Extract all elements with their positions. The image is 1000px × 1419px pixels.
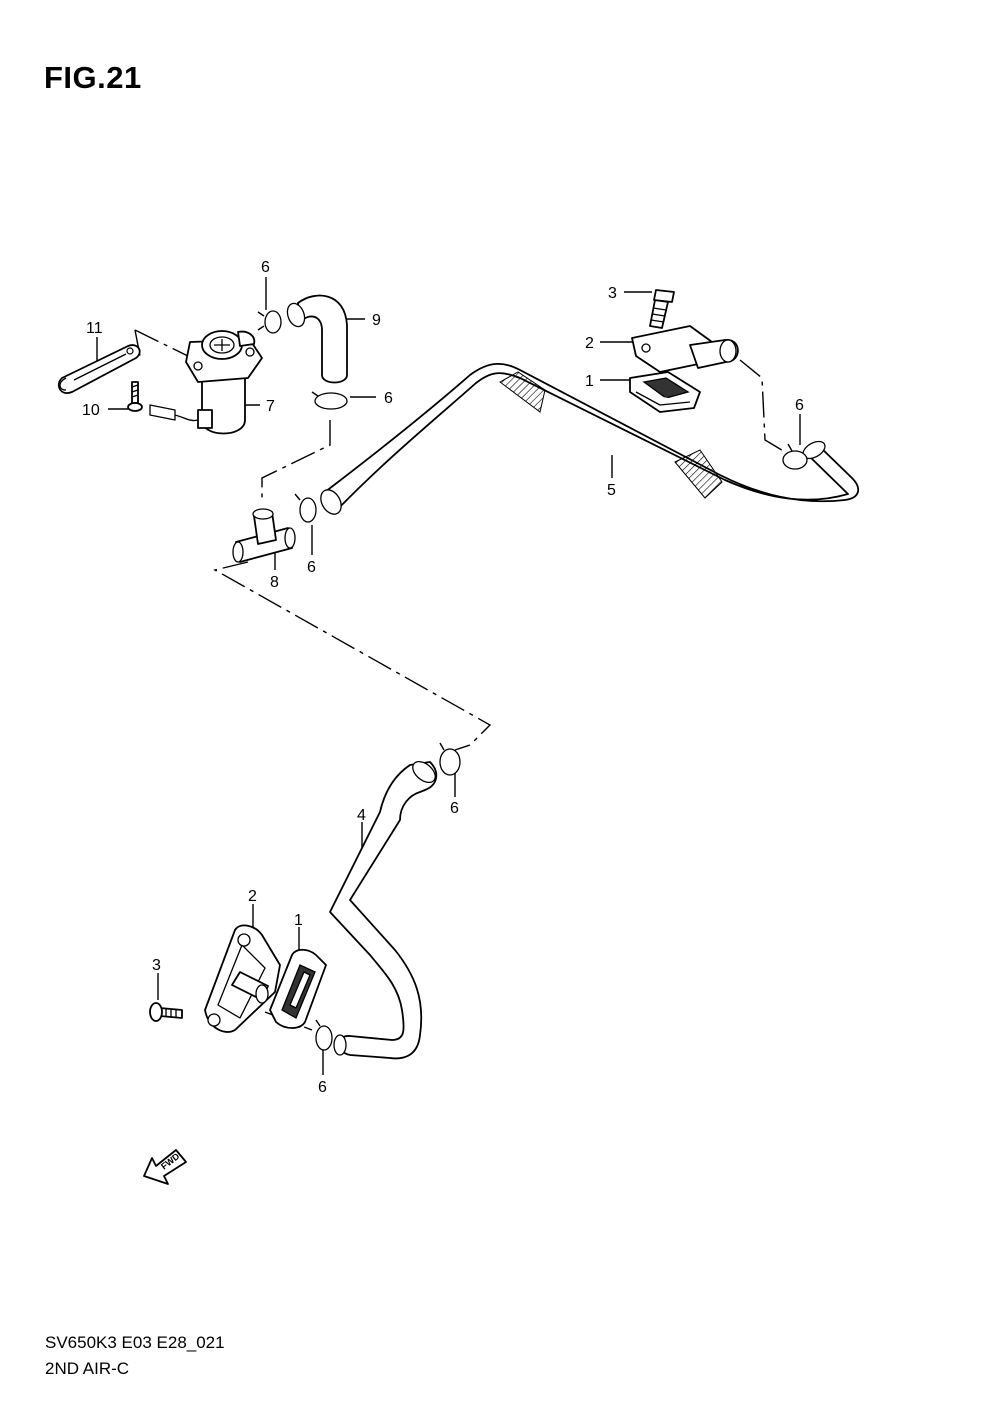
callout-8: 8 <box>270 574 279 591</box>
callout-2: 2 <box>248 888 257 905</box>
callout-4: 4 <box>357 807 366 824</box>
valve-7 <box>149 330 263 435</box>
callout-2: 2 <box>585 335 594 352</box>
callout-6: 6 <box>450 800 459 817</box>
clamp-6-f <box>315 1019 333 1051</box>
callout-9: 9 <box>372 312 381 329</box>
clamp-6-e <box>439 742 461 776</box>
reed-valve-1-a <box>629 371 701 413</box>
fwd-arrow-icon: FWD <box>143 1149 187 1185</box>
callout-3: 3 <box>152 957 161 974</box>
clamp-6-d <box>782 443 808 470</box>
callout-6: 6 <box>261 259 270 276</box>
callout-1: 1 <box>294 912 303 929</box>
hose-5 <box>320 362 860 515</box>
callout-7: 7 <box>266 398 275 415</box>
screw-10 <box>127 381 143 412</box>
assembly-lines <box>134 329 791 1031</box>
bolt-3-b <box>149 1002 183 1022</box>
footer-code: SV650K3 E03 E28_021 <box>45 1333 225 1352</box>
callout-6: 6 <box>307 559 316 576</box>
callout-6: 6 <box>384 390 393 407</box>
clamp-6-b <box>311 391 348 410</box>
cover-2-a <box>631 325 739 373</box>
cover-2-b <box>204 924 281 1033</box>
leader-lines <box>96 277 801 1075</box>
hose-9 <box>286 294 348 384</box>
t-joint-8 <box>232 508 296 563</box>
reed-valve-1-b <box>269 948 327 1029</box>
bolt-3-a <box>649 289 675 329</box>
callout-6: 6 <box>318 1079 327 1096</box>
callout-3: 3 <box>608 285 617 302</box>
clamp-6-a <box>257 310 282 334</box>
callout-11: 11 <box>86 320 103 337</box>
callout-5: 5 <box>607 482 616 499</box>
figure-title: FIG.21 <box>44 60 142 95</box>
callout-10: 10 <box>82 402 100 419</box>
footer-subtitle: 2ND AIR-C <box>45 1359 130 1378</box>
callout-1: 1 <box>585 373 594 390</box>
callout-6: 6 <box>795 397 804 414</box>
clamp-6-c <box>294 493 317 523</box>
hose-4 <box>329 760 438 1060</box>
callouts: 6 9 11 10 7 6 8 6 3 2 1 6 5 4 6 2 1 3 6 <box>82 259 804 1096</box>
bracket-11 <box>58 344 141 394</box>
